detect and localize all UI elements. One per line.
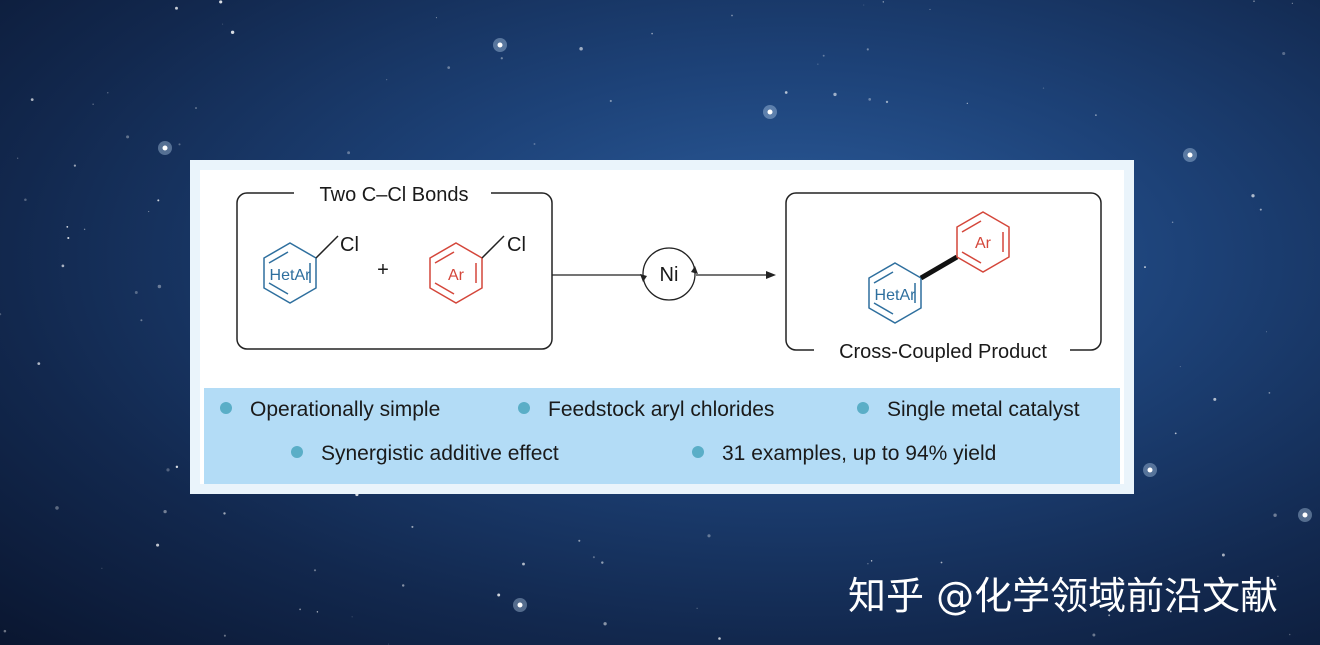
- bullet-icon: [857, 402, 869, 415]
- feature-item: Feedstock aryl chlorides: [518, 398, 774, 422]
- product-ar-label: Ar: [975, 235, 992, 252]
- bullet-icon: [291, 446, 303, 459]
- biaryl-product-molecule: HetAr Ar: [868, 211, 1010, 324]
- feature-item: Operationally simple: [220, 398, 440, 422]
- reactant1-chlorine-label: Cl: [340, 234, 359, 256]
- graphical-abstract-panel: Two C–Cl Bonds HetAr Cl + Ar Cl: [190, 160, 1134, 494]
- feature-item: Synergistic additive effect: [291, 442, 559, 466]
- hetar-chloride-molecule: HetAr Cl: [263, 234, 359, 304]
- new-c-c-bond: [919, 254, 959, 281]
- reactant2-chlorine-label: Cl: [507, 234, 526, 256]
- features-banner: Operationally simple Feedstock aryl chlo…: [204, 388, 1120, 484]
- c-cl-bond-2: [481, 235, 505, 259]
- plus-sign: +: [377, 259, 389, 281]
- feature-text: Operationally simple: [250, 398, 441, 421]
- panel-inner: Two C–Cl Bonds HetAr Cl + Ar Cl: [200, 170, 1124, 484]
- bullet-icon: [518, 402, 530, 415]
- reaction-arrow: Ni: [552, 247, 776, 301]
- feature-item: 31 examples, up to 94% yield: [692, 442, 996, 466]
- hetar-ring-label: HetAr: [270, 267, 312, 284]
- ar-ring-label: Ar: [448, 267, 465, 284]
- reactants-box-label: Two C–Cl Bonds: [320, 184, 469, 206]
- catalytic-cycle-circle: [642, 247, 696, 301]
- feature-item: Single metal catalyst: [857, 398, 1080, 422]
- nickel-catalyst-label: Ni: [660, 264, 679, 286]
- feature-text: Feedstock aryl chlorides: [548, 398, 775, 421]
- reaction-scheme: Two C–Cl Bonds HetAr Cl + Ar Cl: [236, 180, 1102, 364]
- bullet-icon: [220, 402, 232, 415]
- product-ar-ring: [956, 211, 1010, 273]
- product-box: [785, 192, 1102, 351]
- feature-text: Synergistic additive effect: [321, 442, 559, 465]
- product-hetar-label: HetAr: [875, 287, 917, 304]
- feature-text: 31 examples, up to 94% yield: [722, 442, 997, 465]
- feature-text: Single metal catalyst: [887, 398, 1080, 421]
- c-cl-bond: [315, 235, 339, 259]
- watermark-text: 知乎 @化学领域前沿文献: [848, 574, 1279, 618]
- bullet-icon: [692, 446, 704, 459]
- aryl-chloride-molecule: Ar Cl: [429, 234, 526, 304]
- product-box-label: Cross-Coupled Product: [839, 341, 1047, 363]
